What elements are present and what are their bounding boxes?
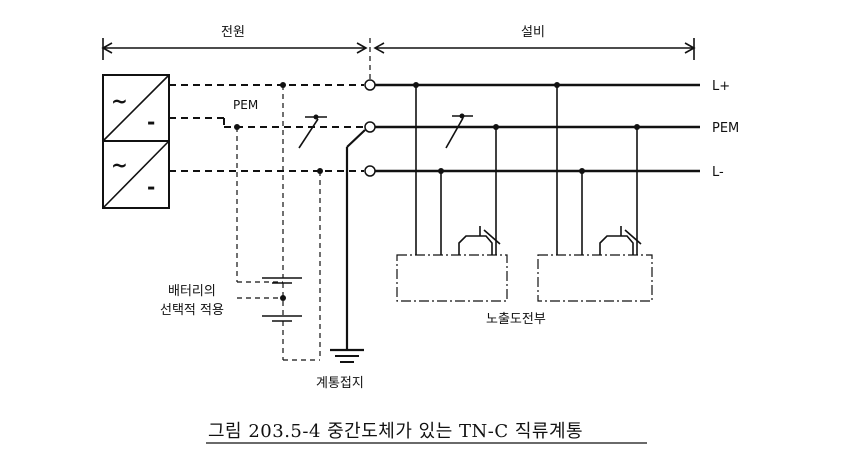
installation-label: 설비 [521,25,545,40]
earth-symbol-icon [330,129,366,363]
source-pem-switch-icon [298,114,327,149]
installation-pem-switch-icon [445,113,473,149]
dc-symbol-upper: - [147,110,155,134]
converter-lower [102,140,170,209]
dc-symbol-lower: - [147,175,155,199]
l-minus-label: L- [712,165,724,180]
figure-caption: 그림 203.5-4 중간도체가 있는 TN-C 직류계통 [208,421,583,442]
equipment-1 [396,82,508,302]
terminal-l-minus [364,165,376,177]
source-pem-conductor [169,117,364,128]
ac-symbol-upper: ~ [111,89,128,113]
battery-icon [237,277,320,361]
battery-label-line1: 배터리의 [168,284,216,299]
l-plus-label: L+ [712,79,730,94]
equipment-2 [537,82,653,302]
terminal-l-plus [364,79,376,91]
source-span-arrow [101,38,368,60]
exposed-parts-label: 노출도전부 [486,312,546,327]
source-label: 전원 [221,25,245,40]
battery-label-line2: 선택적 적용 [160,303,224,318]
pem-source-label: PEM [233,98,258,112]
terminal-pem [364,121,376,133]
system-earth-label: 계통접지 [316,376,364,391]
pem-label: PEM [712,121,739,136]
installation-span-arrow [373,38,696,60]
ac-symbol-lower: ~ [111,153,128,177]
